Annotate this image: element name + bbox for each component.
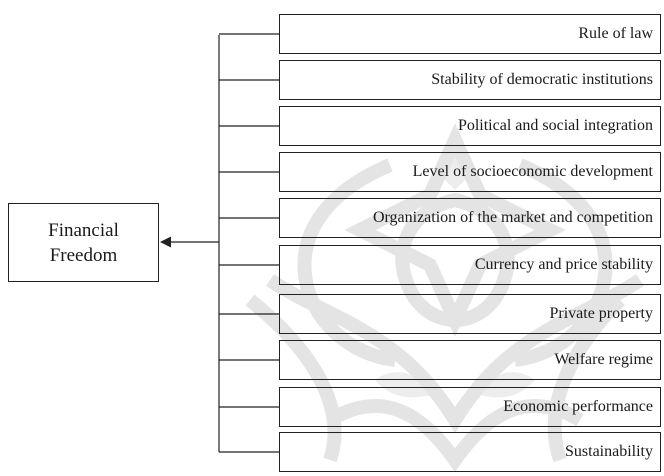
factor-box-level-of-socioeconomic-development: Level of socioeconomic development [279, 152, 661, 192]
factor-label: Stability of democratic institutions [431, 71, 653, 88]
factor-box-political-and-social-integration: Political and social integration [279, 106, 661, 146]
source-label-line2: Freedom [49, 244, 118, 266]
factor-label: Level of socioeconomic development [412, 163, 653, 180]
factor-label: Political and social integration [457, 117, 653, 134]
factor-box-welfare-regime: Welfare regime [279, 340, 661, 380]
factor-box-rule-of-law: Rule of law [279, 14, 661, 54]
factor-label: Currency and price stability [474, 256, 653, 273]
factor-box-stability-of-democratic-institutions: Stability of democratic institutions [279, 60, 661, 100]
factor-label: Sustainability [565, 443, 653, 460]
factor-label: Rule of law [578, 25, 653, 42]
factor-label: Welfare regime [554, 351, 653, 368]
factor-label: Economic performance [503, 398, 653, 415]
arrowhead-icon [160, 236, 171, 248]
factor-box-economic-performance: Economic performance [279, 387, 661, 427]
factor-box-organization-of-the-market: Organization of the market and competiti… [279, 198, 661, 238]
factor-box-private-property: Private property [279, 294, 661, 334]
financial-freedom-box: Financial Freedom [8, 203, 159, 282]
factor-box-sustainability: Sustainability [279, 432, 661, 472]
factor-label: Organization of the market and competiti… [372, 209, 653, 226]
factor-label: Private property [549, 305, 653, 322]
source-label-line1: Financial [48, 219, 119, 241]
factor-box-currency-and-price-stability: Currency and price stability [279, 245, 661, 285]
